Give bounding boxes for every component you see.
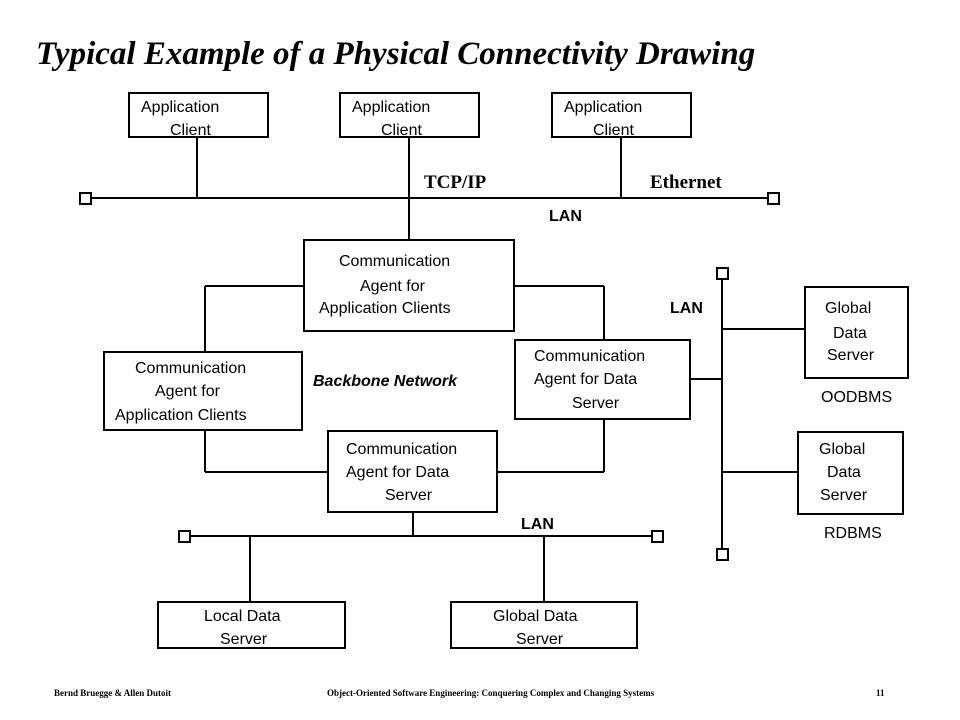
node-text: Server <box>572 395 620 412</box>
lan-right-bottom-terminator <box>716 548 729 561</box>
application-client-node: Application Client <box>339 92 480 139</box>
node-text: Communication <box>534 348 645 365</box>
node-text: Communication <box>346 441 457 458</box>
lan-top-right-terminator <box>767 192 780 205</box>
node-text: Global <box>819 441 865 458</box>
footer-book-title: Object-Oriented Software Engineering: Co… <box>327 688 655 698</box>
node-text: Application <box>141 99 219 116</box>
lan-label: LAN <box>670 300 703 317</box>
lan-label: LAN <box>521 516 554 533</box>
global-data-server-node: Global Data Server <box>450 601 638 649</box>
node-text: Client <box>381 122 422 139</box>
communication-agent-node: Communication Agent for Data Server <box>327 430 498 513</box>
node-text: Data <box>827 464 861 481</box>
communication-agent-node: Communication Agent for Application Clie… <box>303 239 515 332</box>
footer-authors: Bernd Bruegge & Allen Dutoit <box>54 688 171 698</box>
node-text: Server <box>220 631 268 648</box>
node-text: Server <box>385 487 433 504</box>
node-text: Server <box>820 487 868 504</box>
global-data-server-node: Global Data Server <box>804 286 909 379</box>
node-text: Agent for Data <box>534 371 637 388</box>
node-text: Server <box>516 631 564 648</box>
local-data-server-node: Local Data Server <box>157 601 346 649</box>
node-text: Agent for <box>360 278 426 295</box>
slide-title: Typical Example of a Physical Connectivi… <box>36 36 756 72</box>
lan-right-top-terminator <box>716 267 729 280</box>
protocol-label: TCP/IP <box>424 172 487 193</box>
lan-bottom-right-terminator <box>651 530 664 543</box>
node-text: Server <box>827 347 875 364</box>
communication-agent-node: Communication Agent for Data Server <box>514 339 691 420</box>
backbone-network-label: Backbone Network <box>313 373 458 390</box>
node-text: Communication <box>339 253 450 270</box>
node-text: Client <box>170 122 211 139</box>
node-text: Local Data <box>204 608 281 625</box>
node-text: Communication <box>135 360 246 377</box>
lan-bottom-left-terminator <box>178 530 191 543</box>
node-text: Application Clients <box>319 300 451 317</box>
node-text: Global Data <box>493 608 578 625</box>
node-text: Data <box>833 325 867 342</box>
node-text: Agent for Data <box>346 464 449 481</box>
lan-top-left-terminator <box>79 192 92 205</box>
database-type-label: OODBMS <box>821 389 892 406</box>
node-text: Application <box>352 99 430 116</box>
node-text: Application <box>564 99 642 116</box>
node-text: Agent for <box>155 383 221 400</box>
node-text: Application Clients <box>115 407 247 424</box>
database-type-label: RDBMS <box>824 525 882 542</box>
lan-label: LAN <box>549 208 582 225</box>
application-client-node: Application Client <box>128 92 269 139</box>
global-data-server-node: Global Data Server <box>797 431 904 515</box>
application-client-node: Application Client <box>551 92 692 139</box>
communication-agent-node: Communication Agent for Application Clie… <box>103 351 303 431</box>
footer-page-number: 11 <box>876 688 885 698</box>
node-text: Global <box>825 300 871 317</box>
node-text: Client <box>593 122 634 139</box>
network-type-label: Ethernet <box>650 172 722 193</box>
